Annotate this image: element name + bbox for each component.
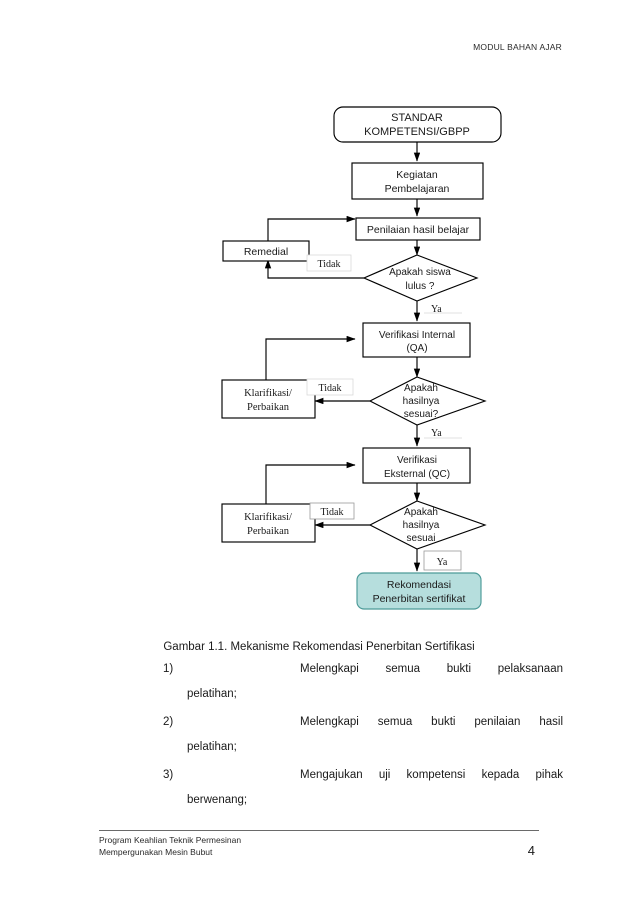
node-klarifikasi-qa-line1: Klarifikasi/: [244, 388, 292, 399]
page-number: 4: [527, 843, 535, 858]
edge-klarifikasi-qa-to-qa: [265, 335, 356, 380]
node-klarifikasi-qc-line2: Perbaikan: [247, 526, 290, 537]
node-decision-lulus: Apakah siswa lulus ?: [362, 254, 479, 302]
edge-label-tidak-3: Tidak: [321, 507, 344, 518]
node-decision-qc-line2: hasilnya: [403, 520, 440, 531]
edge-decision1-tidak-to-remedial: [264, 259, 364, 279]
footer-line-1: Program Keahlian Teknik Permesinan: [99, 835, 242, 845]
node-rekomendasi-line1: Rekomendasi: [387, 579, 451, 591]
node-rekomendasi-line2: Penerbitan sertifikat: [373, 593, 466, 605]
edge-klarifikasi-qc-to-qc: [265, 461, 356, 504]
node-standar-line2: KOMPETENSI/GBPP: [364, 126, 470, 138]
edge-label-tidak-1: Tidak: [318, 259, 341, 270]
node-decision-lulus-line1: Apakah siswa: [389, 267, 451, 278]
node-decision-qc-line1: Apakah: [404, 507, 438, 518]
running-header: MODUL BAHAN AJAR: [473, 42, 562, 52]
node-decision-qc-line3: sesuai: [407, 533, 436, 544]
footer-line-2: Mempergunakan Mesin Bubut: [99, 847, 213, 857]
list-item-text: Melengkapi semua bukti penilaian hasil: [300, 716, 563, 728]
node-klarifikasi-perbaikan-qc: Klarifikasi/ Perbaikan: [221, 503, 316, 543]
node-penilaian-label: Penilaian hasil belajar: [367, 224, 470, 236]
node-decision-hasil-qc: Apakah hasilnya sesuai: [368, 500, 487, 550]
list-item-text: Melengkapi semua bukti pelaksanaan: [300, 663, 563, 675]
edge-label-ya-1: Ya: [431, 304, 442, 315]
node-kegiatan-line2: Pembelajaran: [385, 183, 450, 195]
node-remedial-label: Remedial: [244, 246, 288, 258]
list-item-continuation: pelatihan;: [187, 688, 237, 700]
node-kegiatan-line1: Kegiatan: [396, 169, 438, 181]
node-penilaian-hasil-belajar: Penilaian hasil belajar: [355, 217, 481, 241]
node-verifikasi-internal: Verifikasi Internal (QA): [362, 322, 471, 358]
list-item-continuation: pelatihan;: [187, 741, 237, 753]
figure-caption: Gambar 1.1. Mekanisme Rekomendasi Penerb…: [163, 641, 475, 653]
node-klarifikasi-perbaikan-qa: Klarifikasi/ Perbaikan: [221, 379, 316, 419]
node-qa-line1: Verifikasi Internal: [379, 330, 455, 341]
node-kegiatan-pembelajaran: Kegiatan Pembelajaran: [351, 162, 484, 200]
list-item-continuation: berwenang;: [187, 794, 248, 806]
node-standar-kompetensi: STANDAR KOMPETENSI/GBPP: [333, 106, 502, 143]
node-verifikasi-eksternal: Verifikasi Eksternal (QC): [362, 447, 471, 484]
node-standar-line1: STANDAR: [391, 112, 443, 124]
node-klarifikasi-qa-line2: Perbaikan: [247, 402, 290, 413]
edge-label-ya-2: Ya: [431, 428, 442, 439]
edge-label-group: Tidak Ya Tidak Ya Tidak Ya: [306, 254, 462, 571]
node-qc-line2: Eksternal (QC): [384, 469, 450, 480]
node-decision-qa-line2: hasilnya: [403, 396, 440, 407]
list-item: 3) Mengajukan uji kompetensi kepada piha…: [163, 763, 563, 813]
edge-label-ya-3: Ya: [437, 557, 448, 568]
node-decision-lulus-line2: lulus ?: [406, 281, 435, 292]
node-decision-qa-line3: sesuai?: [404, 409, 439, 420]
list-item-number: 1): [163, 663, 174, 675]
node-klarifikasi-qc-line1: Klarifikasi/: [244, 512, 292, 523]
edge-remedial-to-penilaian: [267, 215, 356, 241]
list-item: 2) Melengkapi semua bukti penilaian hasi…: [163, 710, 563, 760]
numbered-list: 1) Melengkapi semua bukti pelaksanaan pe…: [163, 657, 563, 816]
edge-label-tidak-2: Tidak: [319, 383, 342, 394]
list-item-number: 2): [163, 716, 174, 728]
flowchart-figure: STANDAR KOMPETENSI/GBPP Kegiatan Pembela…: [0, 95, 638, 640]
node-remedial: Remedial: [222, 240, 310, 262]
node-decision-hasil-qa: Apakah hasilnya sesuai?: [368, 376, 487, 426]
node-qa-line2: (QA): [406, 343, 427, 354]
node-rekomendasi-penerbitan: Rekomendasi Penerbitan sertifikat: [356, 572, 482, 610]
node-qc-line1: Verifikasi: [397, 455, 437, 466]
footer-divider: [99, 830, 539, 831]
list-item: 1) Melengkapi semua bukti pelaksanaan pe…: [163, 657, 563, 707]
page-footer: Program Keahlian Teknik Permesinan Mempe…: [99, 834, 539, 858]
node-decision-qa-line1: Apakah: [404, 383, 438, 394]
list-item-text: Mengajukan uji kompetensi kepada pihak: [300, 769, 563, 781]
list-item-number: 3): [163, 769, 174, 781]
